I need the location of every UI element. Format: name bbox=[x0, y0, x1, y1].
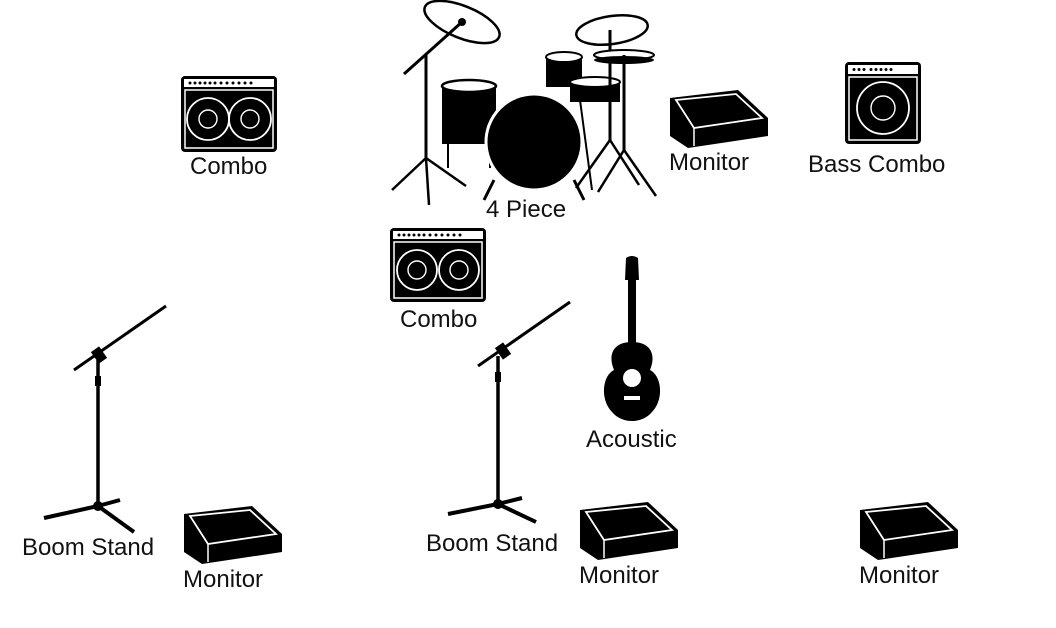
monitor-label: Monitor bbox=[859, 562, 940, 589]
boom-stand-label: Boom Stand bbox=[426, 530, 559, 557]
bass-combo-icon bbox=[845, 62, 921, 144]
mic-boom-stand-icon bbox=[43, 304, 167, 534]
monitor-icon bbox=[580, 502, 678, 560]
bass-combo-label: Bass Combo bbox=[808, 151, 946, 178]
monitor-icon bbox=[184, 506, 282, 564]
drum-kit-label: 4 Piece bbox=[486, 196, 567, 223]
combo-amp-icon bbox=[390, 228, 486, 302]
monitor-label: Monitor bbox=[183, 566, 264, 593]
acoustic-label: Acoustic bbox=[586, 426, 677, 453]
drum-kit-icon bbox=[391, 0, 658, 206]
monitor-label: Monitor bbox=[579, 562, 660, 589]
mic-boom-stand-icon bbox=[447, 300, 571, 524]
combo-label: Combo bbox=[400, 306, 478, 333]
monitor-icon bbox=[670, 90, 768, 148]
monitor-icon bbox=[860, 502, 958, 560]
acoustic-guitar-icon bbox=[603, 256, 661, 421]
monitor-label: Monitor bbox=[669, 149, 750, 176]
combo-amp-icon bbox=[181, 76, 277, 152]
combo-label: Combo bbox=[190, 153, 268, 180]
boom-stand-label: Boom Stand bbox=[22, 534, 155, 561]
